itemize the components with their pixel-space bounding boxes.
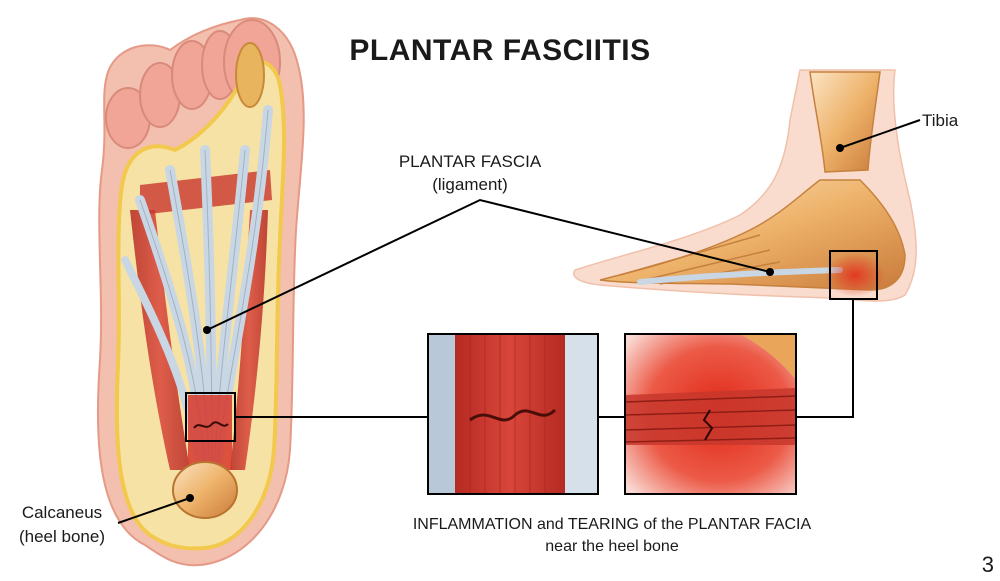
fascia-pointer-dot-sole — [203, 326, 211, 334]
tibia-pointer-dot — [836, 144, 844, 152]
caption-line-1: INFLAMMATION and TEARING of the PLANTAR … — [413, 516, 812, 533]
tibia-label: Tibia — [922, 111, 959, 130]
connector-lines — [117, 119, 921, 524]
caption-line-2: near the heel bone — [545, 538, 679, 555]
zoom-panel-heel — [624, 333, 797, 495]
calcaneus-label: Calcaneus — [22, 503, 102, 522]
plantar-fascia-sublabel: (ligament) — [432, 175, 508, 194]
zoom-panel-sole — [427, 333, 599, 495]
calcaneus-sublabel: (heel bone) — [19, 527, 105, 546]
diagram-title: PLANTAR FASCIITIS — [349, 34, 650, 67]
page-number: 3 — [982, 552, 994, 577]
foot-side-illustration — [573, 69, 917, 302]
foot-sole-illustration — [96, 17, 305, 567]
plantar-fascia-label: PLANTAR FASCIA — [399, 152, 542, 171]
calcaneus-pointer-dot — [186, 494, 194, 502]
fascia-pointer-dot-side — [766, 268, 774, 276]
